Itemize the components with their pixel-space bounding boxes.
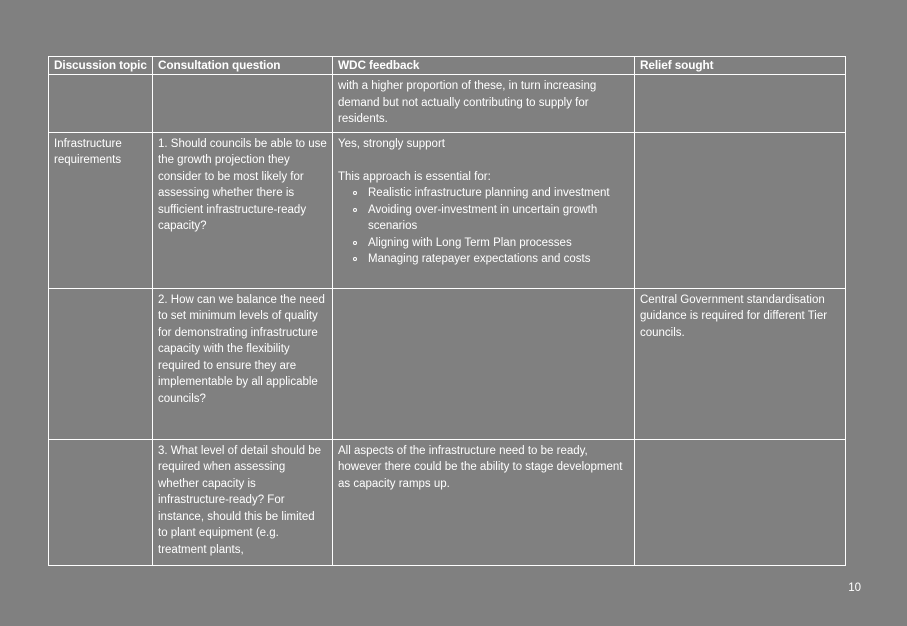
cell-relief-sought: Central Government standardisation guida… <box>634 287 846 440</box>
table-header-row: Discussion topic Consultation question W… <box>48 56 846 75</box>
column-header-wdc-feedback: WDC feedback <box>332 56 635 75</box>
feedback-lead-in: This approach is essential for: <box>338 170 491 183</box>
table-row: 2. How can we balance the need to set mi… <box>48 287 846 440</box>
table-header: Discussion topic Consultation question W… <box>48 56 846 75</box>
feedback-paragraph: with a higher proportion of these, in tu… <box>338 80 597 125</box>
table-row: 3. What level of detail should be requir… <box>48 438 846 566</box>
feedback-paragraph: Yes, strongly support <box>338 137 445 150</box>
cell-wdc-feedback: Yes, strongly support This approach is e… <box>332 131 635 289</box>
cell-discussion-topic <box>48 74 153 133</box>
cell-discussion-topic <box>48 287 153 440</box>
list-item: Aligning with Long Term Plan processes <box>353 235 629 252</box>
cell-consultation-question: 1. Should councils be able to use the gr… <box>152 131 333 289</box>
cell-discussion-topic: Infrastructure requirements <box>48 131 153 289</box>
consultation-feedback-table: Discussion topic Consultation question W… <box>48 56 846 566</box>
list-item: Managing ratepayer expectations and cost… <box>353 251 629 268</box>
column-header-consultation-question: Consultation question <box>152 56 333 75</box>
table-row: Infrastructure requirements 1. Should co… <box>48 131 846 289</box>
cell-relief-sought <box>634 438 846 566</box>
cell-wdc-feedback: with a higher proportion of these, in tu… <box>332 74 635 133</box>
column-header-relief-sought: Relief sought <box>634 56 846 75</box>
table-body: with a higher proportion of these, in tu… <box>48 74 846 566</box>
page-number: 10 <box>848 582 861 594</box>
list-item: Realistic infrastructure planning and in… <box>353 185 629 202</box>
cell-wdc-feedback: All aspects of the infrastructure need t… <box>332 438 635 566</box>
cell-relief-sought <box>634 74 846 133</box>
cell-relief-sought <box>634 131 846 289</box>
cell-consultation-question <box>152 74 333 133</box>
feedback-bullet-list: Realistic infrastructure planning and in… <box>338 185 629 268</box>
list-item: Avoiding over-investment in uncertain gr… <box>353 202 629 235</box>
cell-consultation-question: 2. How can we balance the need to set mi… <box>152 287 333 440</box>
feedback-paragraph: All aspects of the infrastructure need t… <box>338 444 623 490</box>
cell-consultation-question: 3. What level of detail should be requir… <box>152 438 333 566</box>
cell-wdc-feedback <box>332 287 635 440</box>
cell-discussion-topic <box>48 438 153 566</box>
column-header-discussion-topic: Discussion topic <box>48 56 153 75</box>
table-row: with a higher proportion of these, in tu… <box>48 74 846 133</box>
